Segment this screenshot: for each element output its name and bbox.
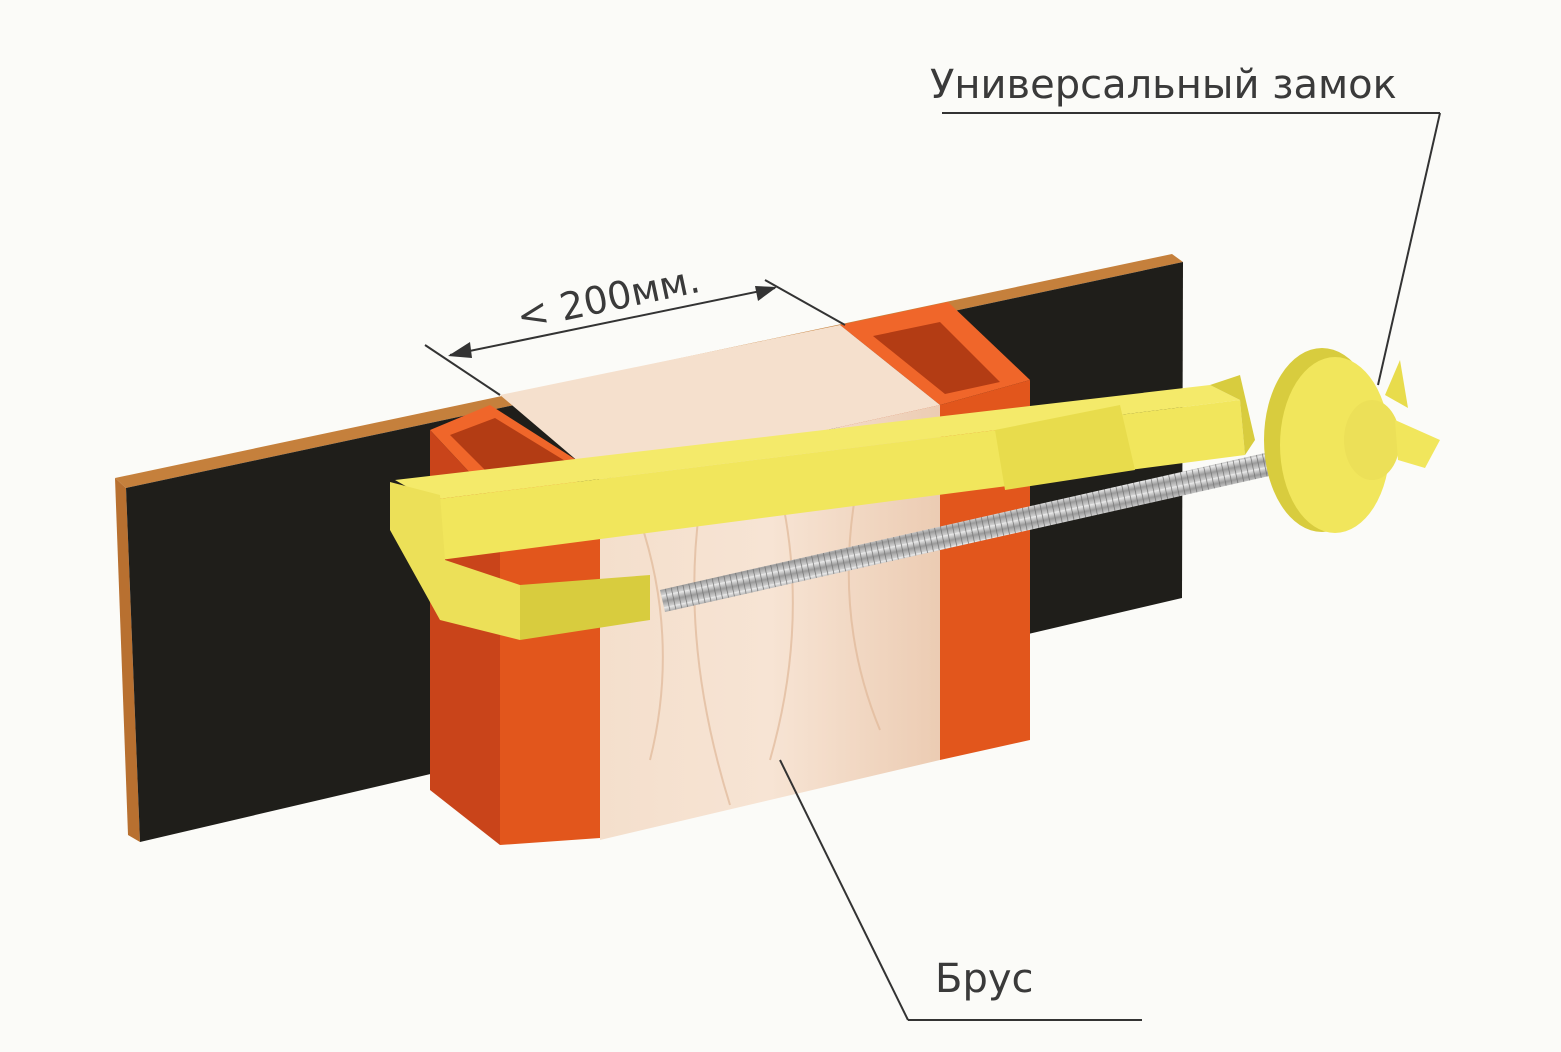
beam-leader-line [779,759,909,1021]
lock-wing-right [1395,420,1440,468]
yellow-clamp [390,375,1255,640]
lock-callout: Универсальный замок [930,62,1441,386]
clamp-bar-top [395,385,1240,500]
lock-wing-top [1385,360,1408,408]
clamp-left-jaw-shade [520,575,650,640]
beam-label: Брус [935,956,1034,1002]
dimension-extension-right [764,279,846,326]
lock-disc [1280,357,1390,533]
dimension-arrow-left [448,342,472,358]
clamp-slider [995,405,1135,490]
dimension-extension-left [424,344,501,396]
dimension-arrow-right [755,286,777,301]
wingnut-lock-icon [1264,348,1440,533]
lock-label: Универсальный замок [930,62,1397,108]
clamp-right-end [1210,375,1255,455]
beam-grain [639,469,881,806]
beam-top [500,325,940,480]
lock-leader-line [1377,112,1441,386]
threaded-rod [660,445,1305,612]
beam-callout: Брус [779,759,1142,1021]
dimension-line [449,287,776,356]
rod-body [660,445,1305,612]
panel-left-edge [115,478,140,842]
lock-hub [1344,400,1400,480]
left-brick-front [500,480,600,845]
right-brick-hole [873,322,1000,394]
dimension-label: < 200мм. [513,257,704,339]
clamp-left-jaw [390,482,520,640]
